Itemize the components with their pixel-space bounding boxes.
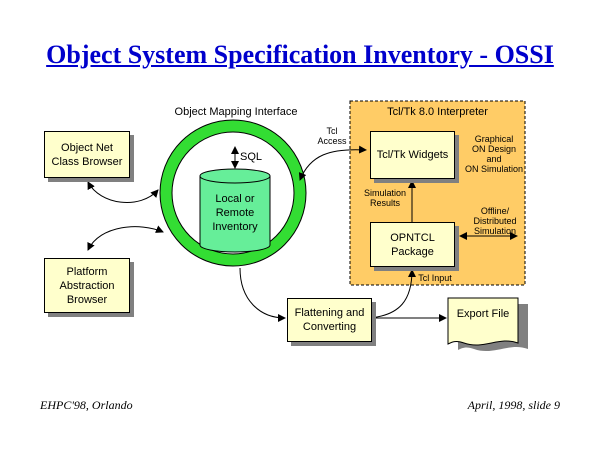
platform-link [87,225,164,251]
platform-browser-box: Platform Abstraction Browser [44,258,130,313]
tcl-access-link [298,145,367,181]
simulation-results-label: Simulation Results [363,188,407,208]
export-file-label: Export File [456,308,510,320]
footer-right: April, 1998, slide 9 [467,398,560,412]
footer-left: EHPC'98, Orlando [40,398,133,412]
object-net-browser-box: Object Net Class Browser [44,131,130,178]
offline-simulation-label: Offline/ Distributed Simulation [473,206,517,236]
inventory-label: Local or Remote Inventory [212,193,258,233]
graphical-label: Graphical ON Design and ON Simulation [464,134,524,174]
inventory-cylinder [199,168,271,253]
sql-label: SQL [240,151,263,163]
flattening-box: Flattening and Converting [287,298,372,342]
tcl-interpreter-label: Tcl/Tk 8.0 Interpreter [387,106,488,118]
object-mapping-interface-label: Object Mapping Interface [174,106,298,118]
page-title: Object System Specification Inventory - … [46,40,554,69]
tcltk-widgets-box: Tcl/Tk Widgets [370,131,455,179]
ring-to-flattening [239,267,286,322]
export-file-shape [447,297,528,352]
tcl-access-label: Tcl Access [317,126,347,146]
opntcl-box: OPNTCL Package [370,222,455,267]
objectnet-link [87,181,159,203]
tcl-input-label: Tcl Input [418,273,452,283]
tcl-input-link [369,269,416,319]
